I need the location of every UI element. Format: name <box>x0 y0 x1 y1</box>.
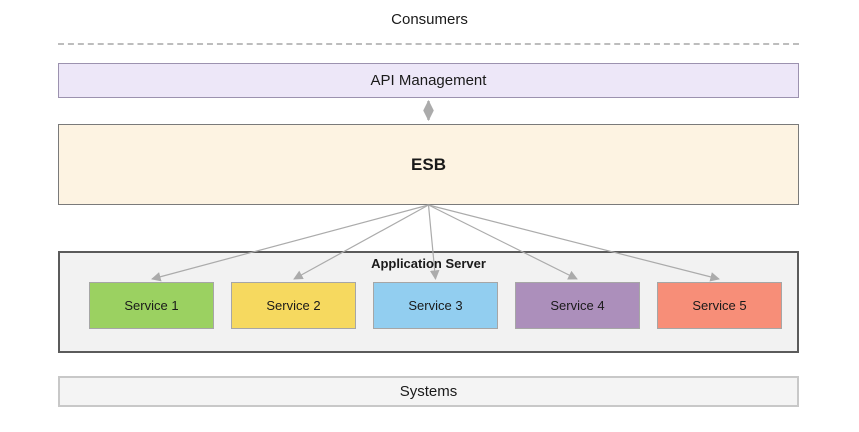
service-4-label: Service 4 <box>550 298 605 313</box>
service-5-box: Service 5 <box>657 282 782 329</box>
service-4-box: Service 4 <box>515 282 640 329</box>
esb-label: ESB <box>411 154 446 174</box>
service-2-box: Service 2 <box>231 282 356 329</box>
service-5-label: Service 5 <box>692 298 747 313</box>
service-3-label: Service 3 <box>408 298 463 313</box>
consumers-boundary-dashed-line <box>58 43 799 45</box>
systems-label: Systems <box>399 383 458 400</box>
systems-box: Systems <box>58 376 799 407</box>
service-1-box: Service 1 <box>89 282 214 329</box>
api-management-label: API Management <box>370 72 487 89</box>
esb-box: ESB <box>58 124 799 205</box>
service-1-label: Service 1 <box>124 298 179 313</box>
consumers-zone-label: Consumers <box>391 11 468 28</box>
service-3-box: Service 3 <box>373 282 498 329</box>
application-server-label: Application Server <box>371 256 486 271</box>
service-2-label: Service 2 <box>266 298 321 313</box>
api-management-box: API Management <box>58 63 799 98</box>
